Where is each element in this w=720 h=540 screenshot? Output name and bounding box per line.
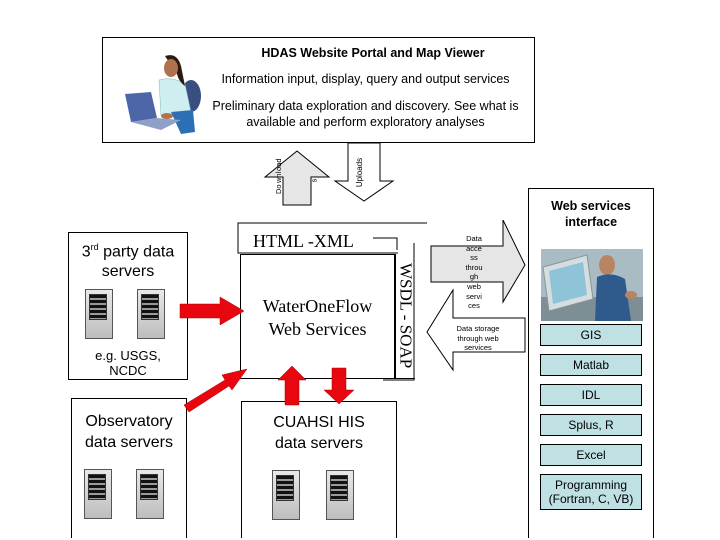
tool-splus-r[interactable]: Splus, R (540, 414, 642, 436)
data-access-label-part: servi (466, 291, 482, 301)
data-access-label-part: gh (469, 272, 479, 282)
third-party-title-sup: rd (90, 242, 99, 252)
data-access-label-part: ss (470, 253, 478, 263)
wateroneflow-line2: Web Services (268, 319, 367, 339)
portal-exploration-text: Preliminary data exploration and discove… (212, 99, 519, 129)
wateroneflow-line1: WaterOneFlow (262, 296, 373, 316)
data-access-label-part: Data (466, 234, 482, 243)
third-party-examples-line1: e.g. USGS, (95, 348, 161, 363)
server-icon (272, 466, 306, 520)
download-upload-arrows (263, 143, 395, 206)
cuahsi-servers-box: CUAHSI HIS data servers (241, 401, 397, 538)
cuahsi-title: CUAHSI HIS data servers (242, 412, 396, 454)
man-at-monitor-icon (541, 249, 643, 321)
third-party-title-num: 3 (81, 243, 91, 261)
data-access-label-part: acce (466, 243, 482, 253)
wateroneflow-label: WaterOneFlow Web Services (241, 295, 394, 341)
observatory-title-line2: data servers (84, 434, 174, 451)
data-access-label-part: ces (468, 301, 480, 311)
cuahsi-title-line1: CUAHSI HIS (273, 414, 365, 431)
downloads-label-part: oad (274, 158, 283, 172)
tool-gis[interactable]: GIS (540, 324, 642, 346)
server-icon (136, 465, 170, 519)
uploads-label: Uploads (355, 157, 365, 187)
web-services-title: Web services interface (529, 198, 653, 230)
third-party-examples: e.g. USGS, NCDC (69, 348, 187, 378)
wsdl-soap-bar: WSDL - SOAP (395, 254, 416, 379)
third-party-examples-line2: NCDC (109, 363, 147, 378)
uploads-label-wrap: Uploads (340, 152, 380, 192)
server-icon (84, 465, 118, 519)
cuahsi-title-line2: data servers (274, 435, 364, 452)
core-frame-lines (237, 222, 427, 381)
wateroneflow-box: WaterOneFlow Web Services (240, 254, 395, 379)
downloads-label: Do wnl oad (274, 159, 283, 194)
portal-title: HDAS Website Portal and Map Viewer (261, 46, 485, 60)
data-storage-arrow (426, 288, 526, 372)
data-storage-label: Data storage through web services (456, 324, 500, 353)
wsdl-soap-label: WSDL - SOAP (396, 263, 416, 369)
data-access-label-part: throu (465, 262, 483, 272)
tool-programming[interactable]: Programming (Fortran, C, VB) (540, 474, 642, 510)
observatory-title: Observatory data servers (72, 411, 186, 453)
observatory-title-line1: Observatory (85, 413, 173, 430)
tool-matlab[interactable]: Matlab (540, 354, 642, 376)
server-icon (137, 285, 171, 339)
uploads-arrow (333, 143, 395, 202)
web-services-title-line2: interface (564, 215, 618, 229)
data-access-label: Data acce ss throu gh web servi ces (455, 234, 493, 311)
data-access-arrow (430, 220, 526, 304)
third-party-title: 3rd party data servers (69, 237, 187, 282)
hdas-portal-box: HDAS Website Portal and Map Viewer Infor… (102, 37, 535, 143)
web-services-title-line1: Web services (551, 199, 631, 213)
data-access-label-part: web (467, 281, 481, 291)
portal-services-text: Information input, display, query and ou… (221, 72, 510, 86)
downloads-label-suffix: s (309, 178, 319, 183)
server-icon (326, 466, 360, 520)
third-party-title-rest: party data servers (98, 243, 175, 281)
tool-idl[interactable]: IDL (540, 384, 642, 406)
server-icon (85, 285, 119, 339)
tool-excel[interactable]: Excel (540, 444, 642, 466)
downloads-arrow (263, 150, 331, 206)
downloads-label-part: wnl (274, 172, 283, 184)
third-party-servers-box: 3rd party data servers e.g. USGS, NCDC (68, 232, 188, 380)
observatory-servers-box: Observatory data servers (71, 398, 187, 538)
downloads-label-part: Do (274, 184, 283, 194)
html-xml-label: HTML -XML (253, 231, 354, 251)
data-exchange-arrows (426, 220, 526, 372)
woman-at-laptop-icon (125, 55, 201, 134)
